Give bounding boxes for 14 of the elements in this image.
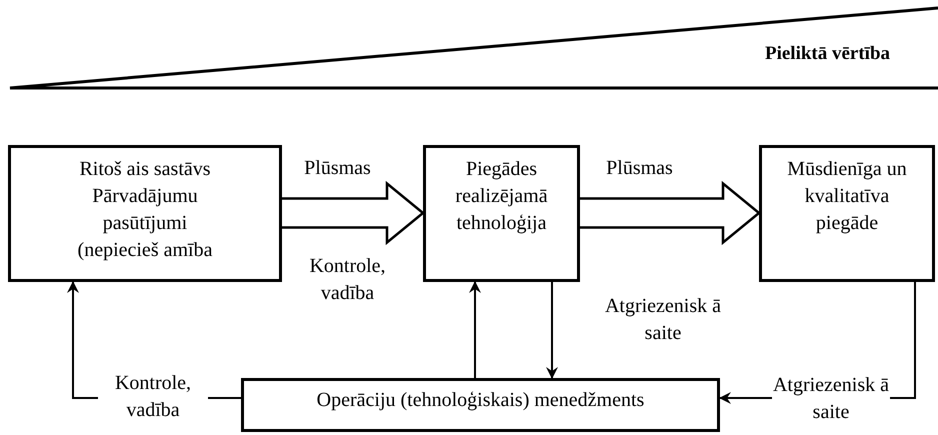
block-arrow [578,180,761,246]
box-text: Operāciju (tehnoloģiskais) menedžments [316,388,644,413]
process-box [759,145,935,282]
box-text: Ritoš ais sastāvs Pārvadājumu pasūtījumi (nepiecieš amība [76,157,214,263]
process-box [8,145,282,282]
box-text: Piegādes realizējamā tehnoloģija [454,157,549,236]
text-label: Kontrole, vadība [308,254,387,306]
heading-label: Pieliktā vērtība [764,42,892,66]
process-box [241,378,720,432]
arrow [469,281,481,378]
arrow [546,282,558,379]
block-arrow [280,180,425,246]
process-box [423,145,580,282]
box-text: Mūsdienīga un kvalitatīva piegāde [786,157,908,236]
